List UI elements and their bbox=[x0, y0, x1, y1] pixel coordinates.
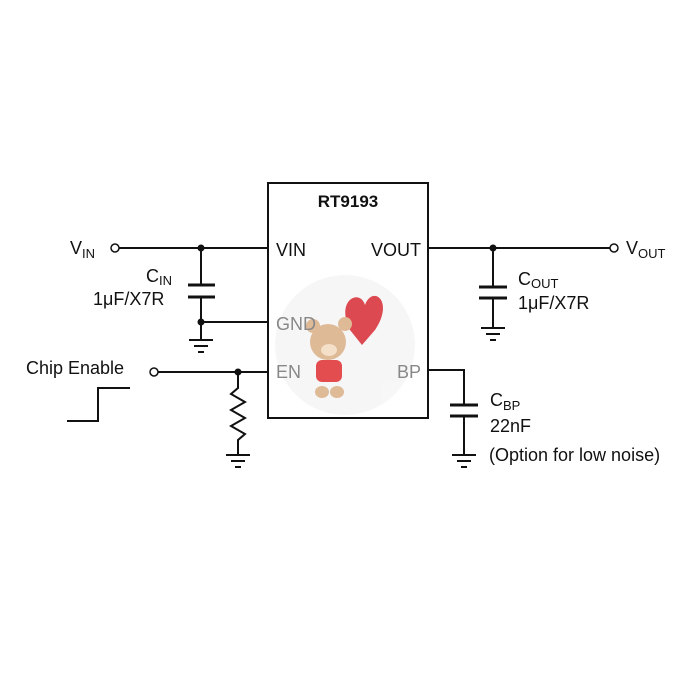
pin-vin: VIN bbox=[276, 240, 306, 260]
bp-net bbox=[428, 369, 478, 468]
ground-icon bbox=[452, 454, 476, 468]
cin-label: CIN bbox=[146, 266, 172, 288]
ground-icon bbox=[189, 339, 213, 353]
chip-enable-terminal bbox=[149, 367, 159, 377]
vin-net bbox=[110, 243, 268, 353]
pulldown-resistor bbox=[228, 372, 248, 455]
ground-icon bbox=[226, 454, 250, 468]
pin-en: EN bbox=[276, 362, 301, 382]
vin-terminal bbox=[110, 243, 120, 253]
pin-vout: VOUT bbox=[371, 240, 421, 260]
chip-enable-label: Chip Enable bbox=[26, 358, 124, 378]
cbp-note: (Option for low noise) bbox=[489, 445, 660, 465]
vin-label: VIN bbox=[70, 238, 95, 261]
ground-icon bbox=[481, 327, 505, 341]
step-signal-icon bbox=[67, 387, 130, 422]
cin-value: 1μF/X7R bbox=[93, 289, 164, 309]
pin-gnd: GND bbox=[276, 314, 316, 334]
vout-terminal bbox=[609, 243, 619, 253]
chip-name: RT9193 bbox=[318, 192, 378, 211]
cbp-value: 22nF bbox=[490, 416, 531, 436]
teddy-bear-watermark bbox=[275, 275, 415, 415]
chip-body bbox=[267, 182, 429, 419]
en-net bbox=[67, 367, 268, 468]
pin-bp: BP bbox=[397, 362, 421, 382]
cout-label: COUT bbox=[518, 269, 559, 291]
vout-net bbox=[428, 243, 619, 341]
cout-value: 1μF/X7R bbox=[518, 293, 589, 313]
vout-label: VOUT bbox=[626, 238, 666, 261]
cbp-label: CBP bbox=[490, 390, 520, 413]
